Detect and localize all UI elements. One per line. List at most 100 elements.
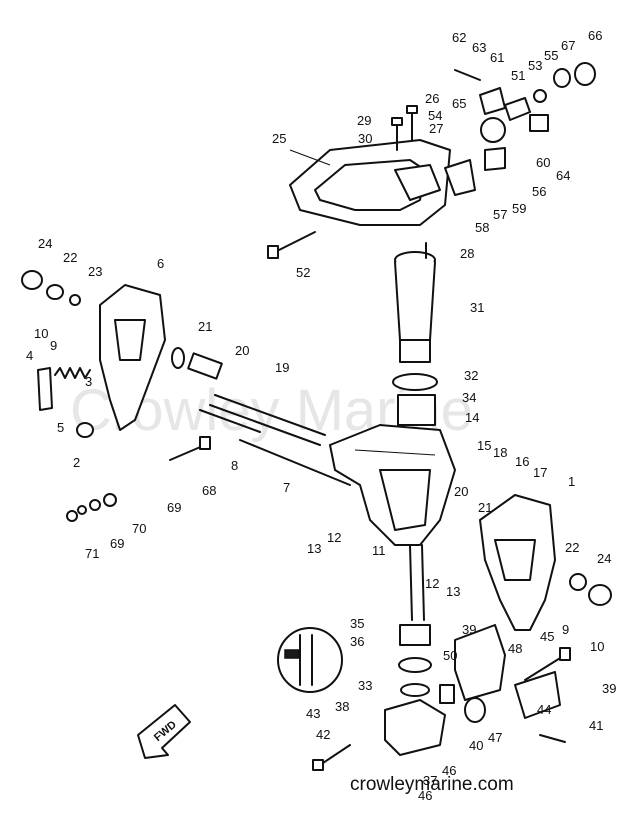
callout-31: 31 [470,300,484,315]
callout-69: 69 [110,536,124,551]
callout-32: 32 [464,368,478,383]
callout-69: 69 [167,500,181,515]
clamp-bracket-right [479,494,556,631]
callout-56: 56 [532,184,546,199]
callout-46: 46 [442,763,456,778]
detail-inset [277,627,343,693]
callout-24: 24 [38,236,52,251]
callout-62: 62 [452,30,466,45]
clamp-bracket-left [99,284,166,431]
callout-4: 4 [26,348,33,363]
bushing-left [171,347,223,380]
callout-29: 29 [357,113,371,128]
callout-50: 50 [443,648,457,663]
washer-2 [76,422,94,438]
callout-68: 68 [202,483,216,498]
bolt-68 [169,436,211,461]
callout-9: 9 [50,338,57,353]
callout-13: 13 [307,541,321,556]
callout-34: 34 [462,390,476,405]
callout-15: 15 [477,438,491,453]
callout-11: 11 [372,543,386,558]
callout-70: 70 [132,521,146,536]
callout-64: 64 [556,168,570,183]
callout-17: 17 [533,465,547,480]
callout-41: 41 [589,718,603,733]
lock-assembly-top [444,62,596,196]
callout-55: 55 [544,48,558,63]
callout-61: 61 [490,50,504,65]
bolt-45 [524,647,571,681]
callout-13: 13 [446,584,460,599]
callout-66: 66 [588,28,602,43]
callout-48: 48 [508,641,522,656]
callout-33: 33 [358,678,372,693]
callout-43: 43 [306,706,320,721]
callout-25: 25 [272,131,286,146]
site-url: crowleymarine.com [350,774,514,795]
spring [54,367,91,379]
bolts-26-29 [391,105,418,151]
callout-10: 10 [34,326,48,341]
bolt-52 [267,231,316,259]
callout-57: 57 [493,207,507,222]
lower-shaft [398,544,432,697]
callout-12: 12 [425,576,439,591]
callout-20: 20 [454,484,468,499]
callout-37: 37 [423,773,437,788]
callout-5: 5 [57,420,64,435]
callout-35: 35 [350,616,364,631]
callout-38: 38 [335,699,349,714]
callout-45: 45 [540,629,554,644]
callout-10: 10 [590,639,604,654]
callout-2: 2 [73,455,80,470]
callout-27: 27 [429,121,443,136]
callout-14: 14 [465,410,479,425]
callout-65: 65 [452,96,466,111]
callout-22: 22 [565,540,579,555]
callout-49: 49 [0,0,14,3]
lower-clamp-assembly [384,624,561,756]
callout-59: 59 [512,201,526,216]
tilt-tube [199,394,351,486]
callout-39: 39 [462,622,476,637]
thumb-screw-left [21,270,81,306]
callout-53: 53 [528,58,542,73]
callout-30: 30 [358,131,372,146]
callout-60: 60 [536,155,550,170]
callout-9: 9 [562,622,569,637]
swivel-housing [329,424,456,546]
callout-51: 51 [511,68,525,83]
callout-22: 22 [63,250,77,265]
callout-3: 3 [85,374,92,389]
callout-58: 58 [475,220,489,235]
callout-46: 46 [418,788,432,803]
callout-18: 18 [493,445,507,460]
callout-7: 7 [283,480,290,495]
plate-4 [37,367,53,411]
callout-42: 42 [316,727,330,742]
callout-24: 24 [597,551,611,566]
callout-20: 20 [235,343,249,358]
callout-67: 67 [561,38,575,53]
callout-19: 19 [275,360,289,375]
callout-16: 16 [515,454,529,469]
callout-52: 52 [296,265,310,280]
callout-28: 28 [460,246,474,261]
callout-63: 63 [472,40,486,55]
callout-39: 39 [602,681,616,696]
callout-1: 1 [568,474,575,489]
callout-26: 26 [425,91,439,106]
callout-12: 12 [327,530,341,545]
washer-stack-70 [66,493,117,522]
callout-21: 21 [478,500,492,515]
bolt-43 [312,734,566,771]
callout-23: 23 [88,264,102,279]
steering-shaft [392,251,438,426]
thumb-screw-right [569,573,612,606]
callout-40: 40 [469,738,483,753]
callout-71: 71 [85,546,99,561]
callout-54: 54 [428,108,442,123]
